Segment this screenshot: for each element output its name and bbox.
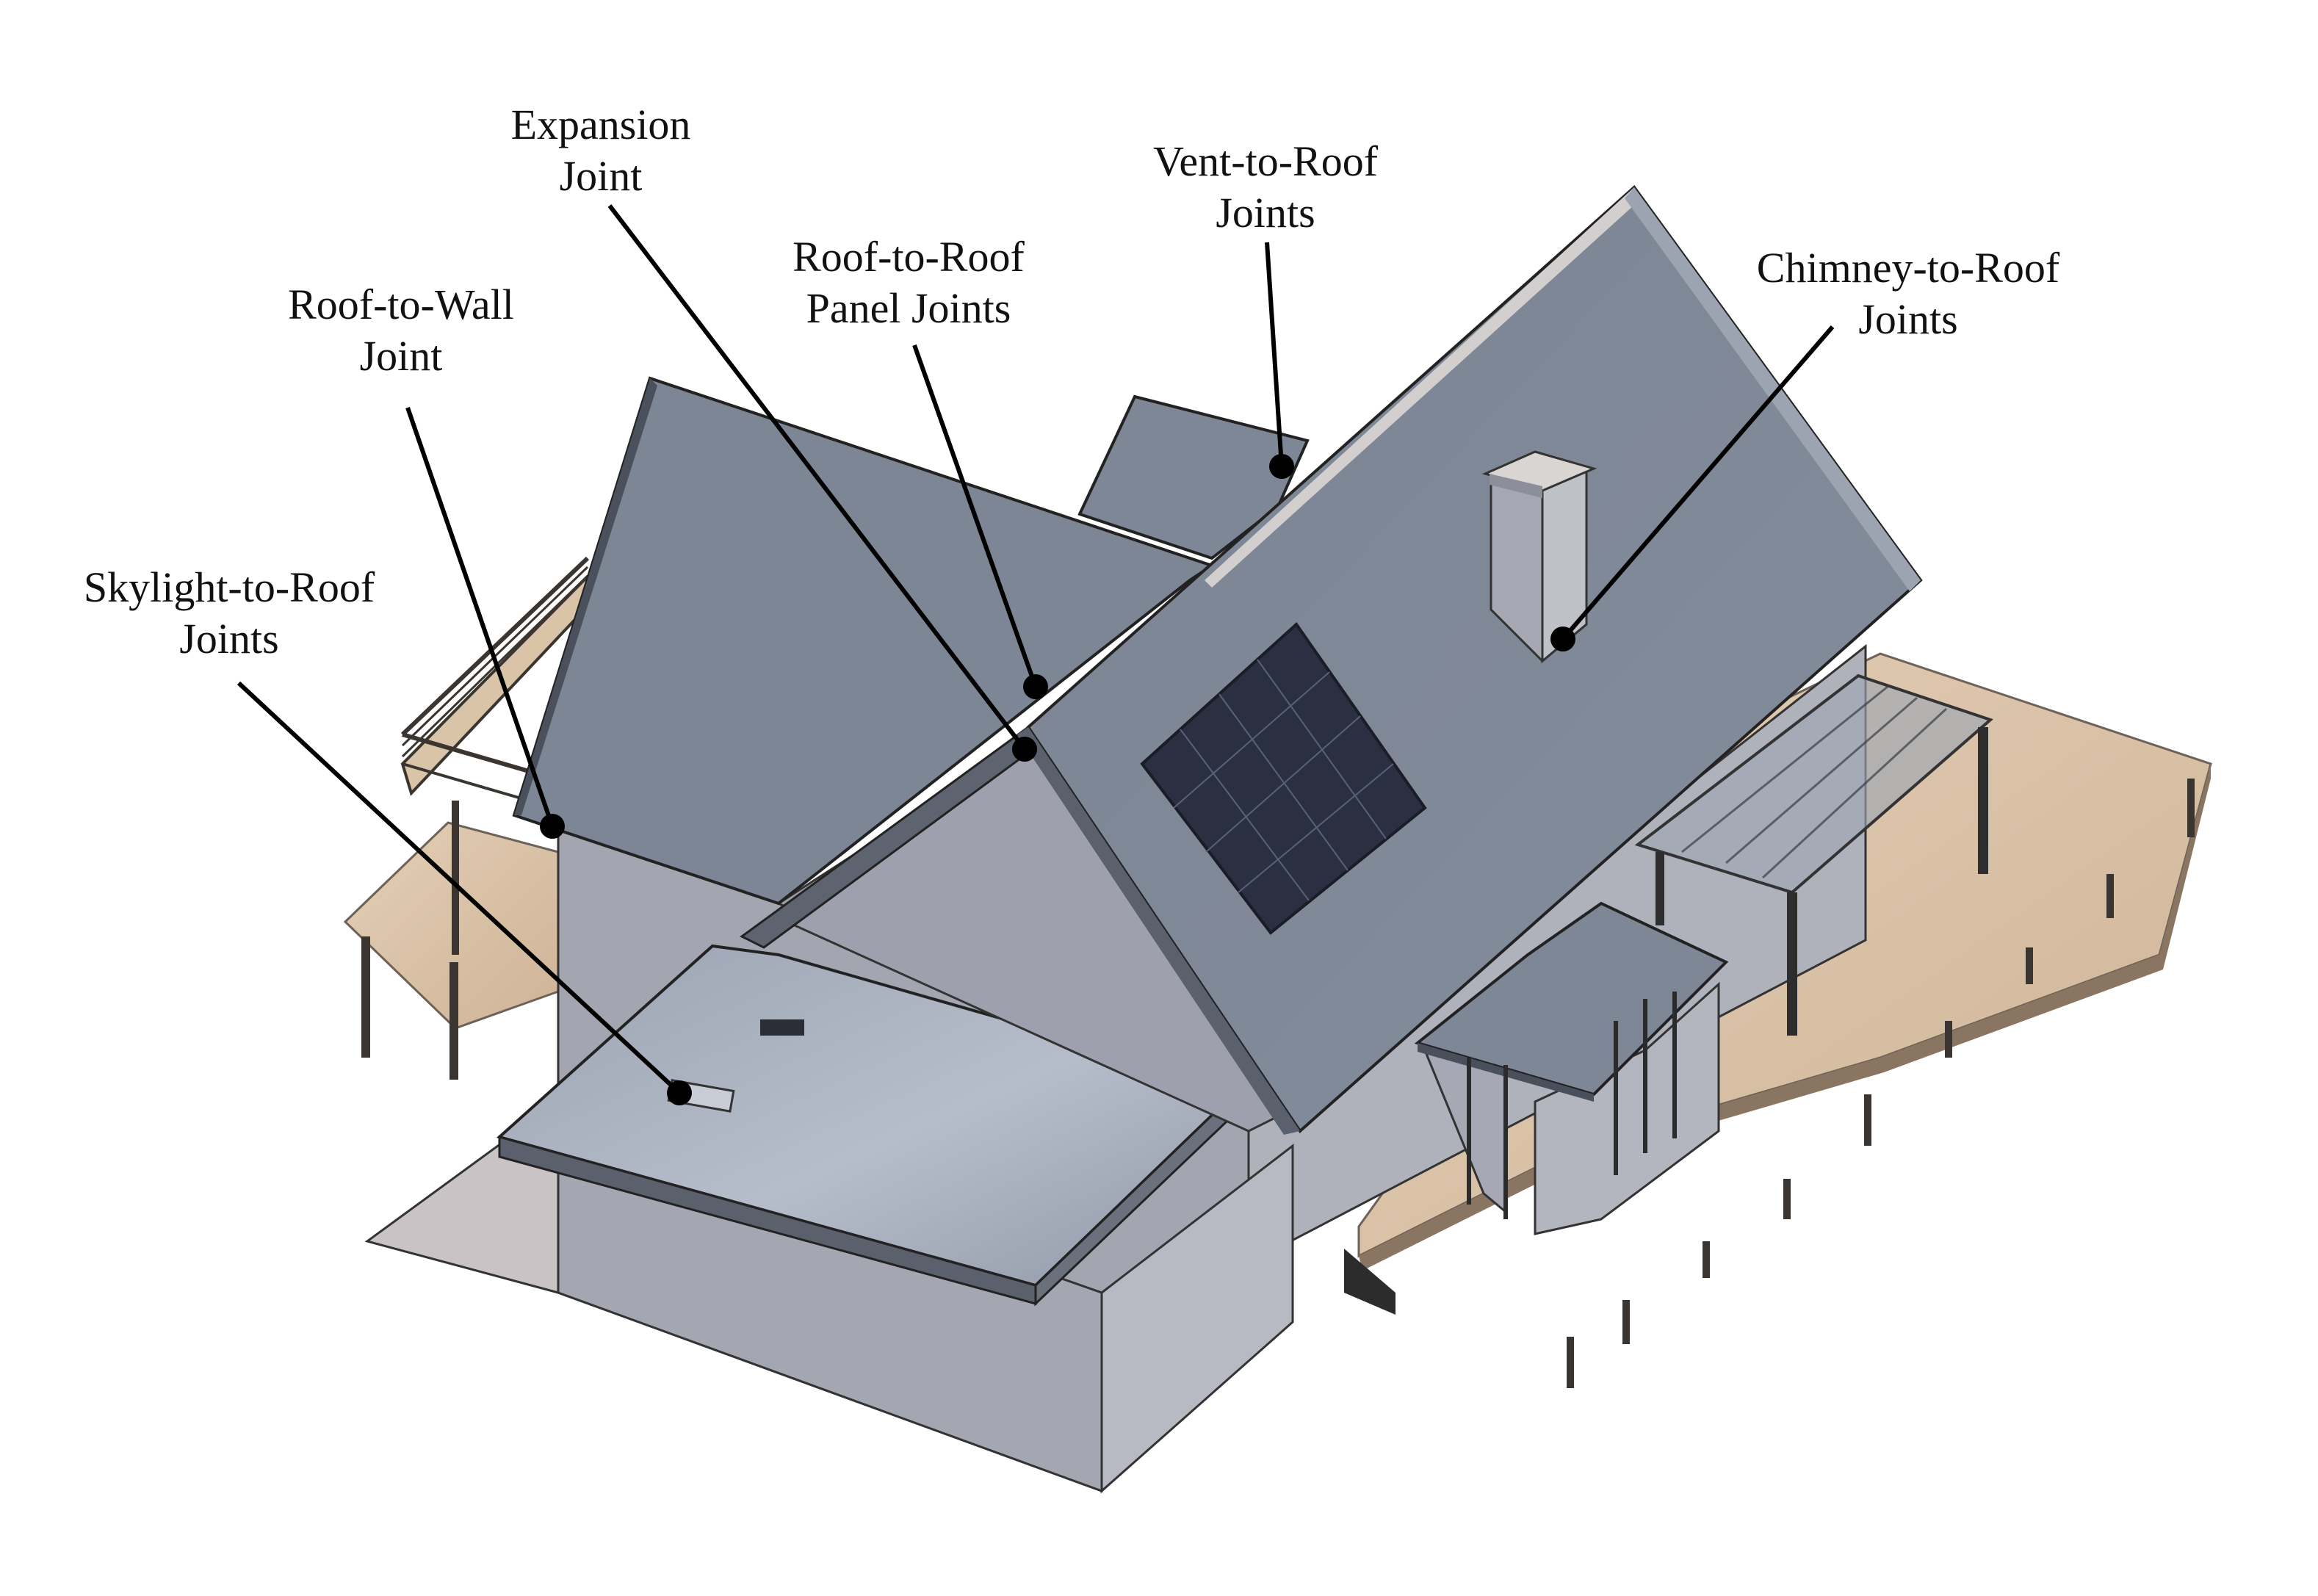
label-line: Vent-to-Roof [1152, 137, 1379, 185]
label-skylight-to-roof-joints: Skylight-to-Roof Joints [84, 562, 375, 665]
leader-lines [237, 204, 1835, 1095]
label-line: Roof-to-Roof [792, 233, 1025, 281]
roof-to-roof-leader [912, 344, 1038, 688]
expansion-leader [607, 204, 1027, 751]
expansion-dot [1012, 737, 1037, 762]
flat-roof-extension [364, 944, 1294, 1494]
label-line: Chimney-to-Roof [1756, 244, 2060, 292]
label-line: Skylight-to-Roof [83, 563, 375, 611]
label-chimney-to-roof-joints: Chimney-to-Roof Joints [1757, 242, 2059, 345]
front-gable-wall [740, 726, 1280, 1133]
skylight-dot [667, 1080, 692, 1105]
chimney-leader [1561, 325, 1835, 640]
back-gable-roof [1077, 394, 1310, 560]
vent-dot [1269, 454, 1294, 479]
roof-to-roof-dot [1023, 674, 1048, 699]
label-line: Joint [359, 332, 443, 380]
roof-to-wall-leader [405, 407, 555, 827]
label-roof-to-roof-panel-joints: Roof-to-Roof Panel Joints [792, 231, 1025, 334]
skylight-leader [237, 681, 682, 1095]
label-vent-to-roof-joints: Vent-to-Roof Joints [1153, 136, 1378, 239]
label-expansion-joint: Expansion Joint [511, 99, 691, 202]
joint-markers [540, 454, 1575, 1105]
vent-leader [1265, 242, 1284, 467]
label-line: Joints [1858, 295, 1958, 343]
label-line: Joints [179, 615, 279, 662]
label-line: Joints [1216, 189, 1315, 236]
front-porch [1414, 901, 1729, 1235]
solar-panel [1140, 621, 1427, 935]
label-line: Expansion [510, 101, 691, 148]
label-line: Joint [559, 152, 643, 200]
label-line: Panel Joints [806, 284, 1011, 332]
chimney [1481, 450, 1597, 664]
chimney-dot [1550, 627, 1575, 651]
deck-posts [1567, 779, 2195, 1388]
roof-to-wall-dot [540, 814, 565, 839]
left-deck [343, 801, 560, 1080]
pergola [1634, 674, 1993, 1036]
label-roof-to-wall-joint: Roof-to-Wall Joint [288, 279, 514, 382]
label-line: Roof-to-Wall [288, 281, 514, 328]
